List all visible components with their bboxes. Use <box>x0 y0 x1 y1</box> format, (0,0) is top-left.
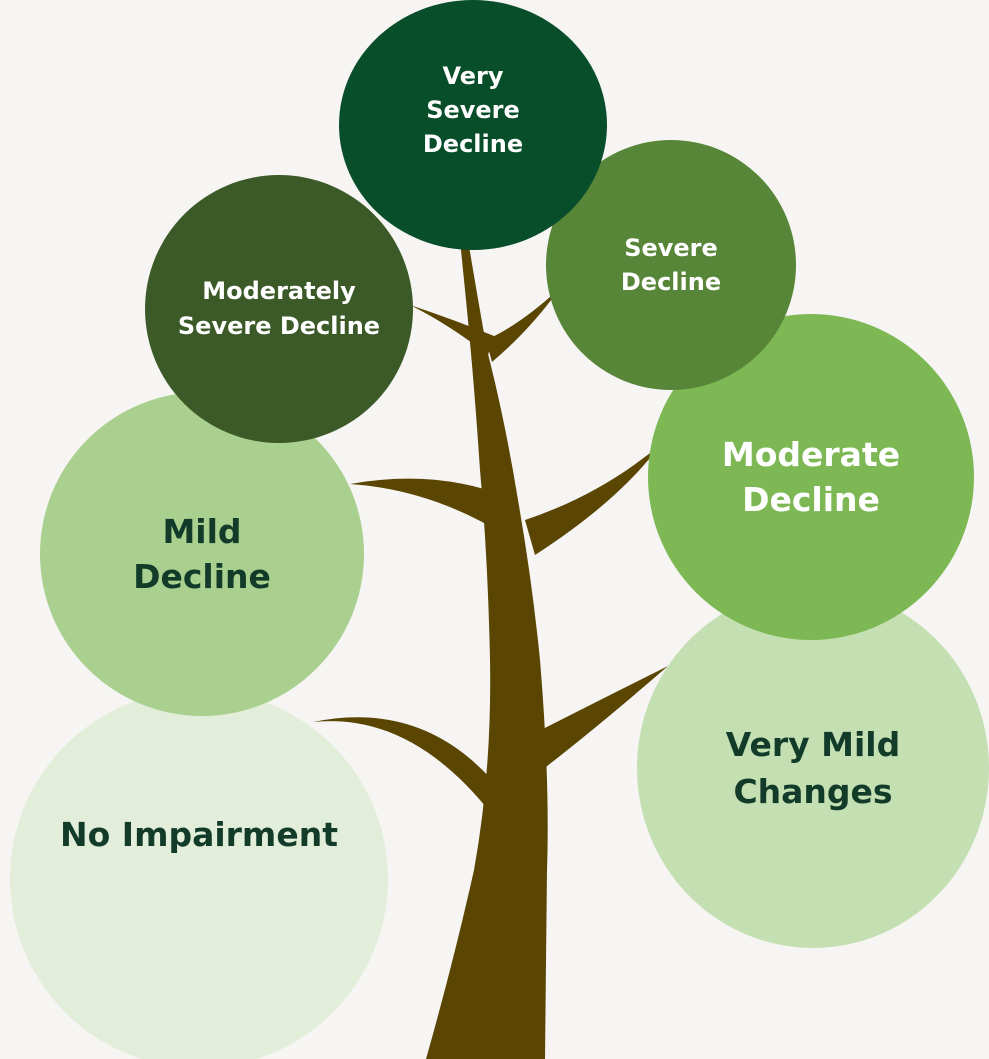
stage-circle-no-impairment: No Impairment <box>10 690 388 1059</box>
stage-label-moderately-severe-decline: Moderately Severe Decline <box>177 277 381 340</box>
stage-circle-mild-decline: Mild Decline <box>40 392 364 716</box>
stage-label-very-mild-changes: Very Mild Changes <box>725 725 901 811</box>
tree-trunk <box>426 240 548 1059</box>
stage-label-severe-decline: Severe Decline <box>620 234 722 296</box>
stage-label-moderate-decline: Moderate Decline <box>721 435 901 519</box>
branch-moderate <box>525 445 660 555</box>
branch-mild <box>350 478 520 545</box>
branch-no-impairment <box>313 717 492 812</box>
stage-label-mild-decline: Mild Decline <box>133 512 271 596</box>
branch-moderately-severe <box>410 305 494 355</box>
stage-label-no-impairment: No Impairment <box>60 814 338 854</box>
stage-label-very-severe-decline: Very Severe Decline <box>422 62 524 158</box>
branch-severe <box>486 288 560 362</box>
branch-very-mild <box>541 666 668 770</box>
stage-circle-moderately-severe-decline: Moderately Severe Decline <box>145 175 413 443</box>
stage-circle-very-severe-decline: Very Severe Decline <box>339 0 607 250</box>
stage-circle-moderate-decline: Moderate Decline <box>648 314 974 640</box>
stage-circle-very-mild-changes: Very Mild Changes <box>637 588 989 948</box>
